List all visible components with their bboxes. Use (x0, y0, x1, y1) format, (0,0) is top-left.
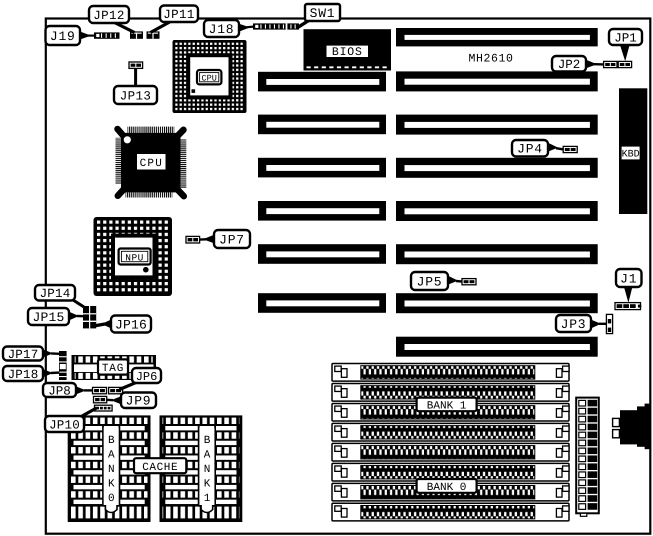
svg-text:J19: J19 (50, 29, 76, 44)
svg-text:JP5: JP5 (417, 274, 443, 289)
svg-text:KBD: KBD (622, 150, 640, 161)
svg-text:J18: J18 (209, 22, 235, 37)
svg-text:JP15: JP15 (32, 310, 64, 325)
svg-text:K: K (204, 478, 211, 490)
svg-text:JP17: JP17 (8, 348, 39, 362)
svg-text:NPU: NPU (125, 252, 144, 263)
svg-text:BANK 1: BANK 1 (427, 400, 467, 412)
svg-text:1: 1 (204, 493, 211, 505)
svg-text:CACHE: CACHE (142, 462, 178, 474)
svg-text:K: K (108, 478, 115, 490)
svg-text:JP14: JP14 (40, 287, 71, 301)
svg-text:JP4: JP4 (517, 142, 543, 157)
svg-text:JP6: JP6 (136, 370, 158, 384)
svg-text:N: N (108, 464, 115, 476)
svg-text:J1: J1 (620, 271, 637, 286)
svg-text:BANK 0: BANK 0 (427, 482, 467, 494)
svg-text:CPU: CPU (202, 74, 217, 84)
svg-text:B: B (204, 435, 211, 447)
svg-text:MH2610: MH2610 (468, 53, 513, 66)
svg-text:N: N (204, 464, 211, 476)
svg-text:B: B (108, 435, 115, 447)
svg-text:JP12: JP12 (93, 9, 125, 23)
svg-text:JP3: JP3 (561, 317, 587, 332)
svg-text:A: A (108, 449, 115, 461)
svg-text:JP9: JP9 (126, 394, 152, 409)
svg-text:TAG: TAG (102, 363, 124, 375)
svg-text:JP18: JP18 (8, 368, 39, 382)
svg-text:JP8: JP8 (48, 384, 71, 398)
svg-text:BIOS: BIOS (332, 46, 363, 59)
svg-text:CPU: CPU (140, 158, 163, 170)
svg-text:JP13: JP13 (120, 89, 152, 103)
svg-text:JP16: JP16 (115, 317, 147, 332)
svg-text:JP2: JP2 (558, 58, 581, 72)
svg-text:A: A (204, 449, 211, 461)
svg-text:SW1: SW1 (310, 6, 336, 21)
svg-text:JP10: JP10 (49, 418, 80, 432)
svg-text:0: 0 (108, 493, 115, 505)
svg-text:JP1: JP1 (614, 31, 637, 45)
svg-text:JP7: JP7 (219, 232, 245, 247)
svg-text:JP11: JP11 (163, 8, 195, 22)
